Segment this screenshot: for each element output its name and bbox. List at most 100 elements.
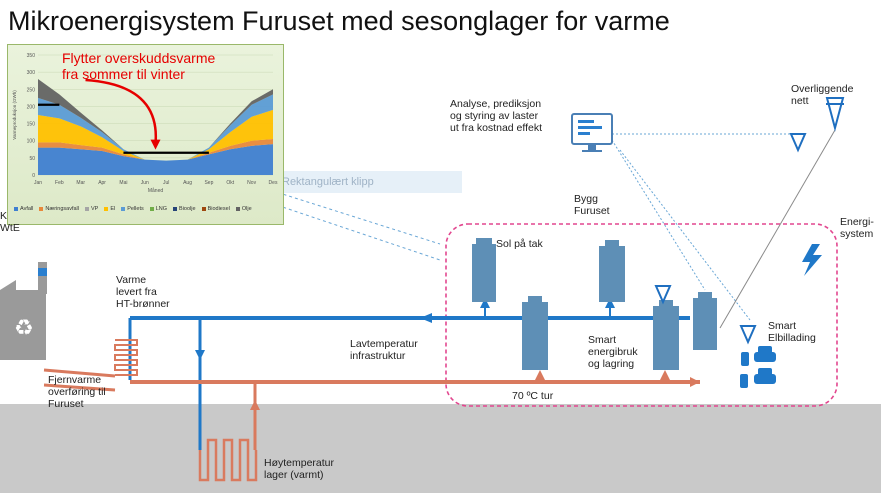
ev-charger-icon: [740, 352, 749, 388]
chart-xtick: Nov: [247, 180, 256, 186]
chart-area-pellets: [38, 94, 273, 161]
chart-area-olje: [38, 79, 273, 161]
chart-xtick: Sep: [204, 180, 213, 186]
legend-swatch: [39, 207, 44, 211]
legend-entry: VP: [84, 206, 99, 212]
chart-ytick: 350: [27, 53, 36, 59]
legend-entry: Pellets: [121, 206, 144, 212]
chart-xtick: Aug: [183, 180, 192, 186]
label-wte: K WtE: [0, 210, 20, 234]
grid-power-line: [719, 129, 836, 329]
svg-text:♻: ♻: [14, 316, 34, 341]
chart-ytick: 300: [27, 70, 36, 76]
flow-arrow: [195, 350, 205, 360]
legend-label: Pellets: [127, 206, 144, 212]
legend-entry: Avfall: [14, 206, 33, 212]
legend-label: Biodiesel: [207, 206, 230, 212]
heat-exchanger-coil: [114, 339, 138, 376]
chart-ytick: 250: [27, 87, 36, 93]
chart-xtick: Des: [269, 180, 278, 186]
chart-xtick: Okt: [226, 180, 234, 186]
chart-legend: Avfall Næringsavfall VP El Pellets LNG Bioolje…: [14, 206, 276, 212]
red-pipe: [43, 368, 116, 378]
chart-annotation: Flytter overskuddsvarme fra sommer til v…: [62, 50, 216, 82]
annotation-arrow: [85, 78, 157, 144]
legend-entry: Biodiesel: [201, 206, 230, 212]
power-pylon-icon: [825, 97, 845, 132]
flow-arrow: [535, 370, 545, 380]
connection-line: [619, 149, 751, 321]
chart-area-næringsavfall: [38, 139, 273, 161]
legend-label: El: [110, 206, 116, 212]
legend-swatch: [173, 207, 178, 211]
legend-swatch: [235, 207, 240, 211]
label-sol-pa-tak: Sol på tak: [496, 238, 543, 250]
chart-ytick: 0: [32, 173, 35, 179]
chart-area-el: [38, 109, 273, 161]
label-varme-ht-bronner: Varme levert fra HT-brønner: [116, 274, 170, 310]
monitor-icon: [571, 113, 613, 152]
antenna-icon: [654, 133, 807, 345]
legend-swatch: [201, 207, 206, 211]
legend-swatch: [14, 207, 18, 211]
lightning-icon: [802, 244, 822, 276]
annotation-arrowhead: [150, 139, 161, 150]
chart-xlabel: Måned: [148, 187, 164, 194]
legend-label: VP: [90, 206, 99, 212]
red-pipe: [43, 383, 116, 392]
flow-arrow: [480, 298, 490, 308]
label-lavtemperatur: Lavtemperatur infrastruktur: [350, 338, 418, 362]
label-hoytemperatur-lager: Høytemperatur lager (varmt): [264, 457, 335, 481]
legend-entry: Næringsavfall: [39, 206, 79, 212]
chart-ytick: 200: [27, 104, 36, 110]
legend-label: Olje: [241, 206, 252, 212]
legend-swatch: [104, 207, 109, 211]
chart-xtick: Feb: [55, 180, 64, 186]
legend-swatch: [149, 207, 154, 211]
building-center: [599, 240, 625, 302]
legend-entry: Bioolje: [173, 206, 196, 212]
chart-xtick: Mai: [119, 180, 127, 186]
label-analyse: Analyse, prediksjon og styring av laster…: [450, 98, 543, 134]
legend-label: LNG: [155, 206, 168, 212]
label-70c-tur: 70 ºC tur: [512, 390, 554, 402]
waste-to-energy-plant: ♻: [0, 262, 47, 360]
label-smart-elbillading: Smart Elbillading: [768, 320, 816, 344]
legend-entry: LNG: [149, 206, 168, 212]
page-title: Mikroenergisystem Furuset med sesonglage…: [8, 6, 670, 36]
chart-xtick: Apr: [98, 180, 106, 186]
flow-arrow: [660, 370, 670, 380]
flow-arrow: [605, 298, 615, 308]
label-bygg-furuset: Bygg Furuset: [574, 193, 610, 217]
building-sol: [472, 238, 496, 302]
chart-ytick: 100: [27, 139, 36, 145]
chart-ylabel: Varmeproduksjon (GWh): [12, 90, 17, 140]
label-smart-energibruk: Smart energibruk og lagring: [588, 334, 638, 370]
connection-line: [611, 139, 706, 291]
chart-area-avfall: [38, 144, 273, 175]
chart-ytick: 50: [29, 156, 35, 162]
building-smart: [653, 300, 679, 370]
label-energisystem: Energi- system: [840, 216, 874, 240]
energy-system-boundary: [445, 223, 838, 407]
building-right: [693, 292, 717, 350]
chart-ytick: 150: [27, 122, 36, 128]
flow-arrow: [690, 377, 700, 387]
label-overliggende-nett: Overliggende nett: [791, 83, 854, 107]
building-lower: [522, 296, 548, 370]
flow-arrow: [420, 313, 432, 323]
flow-arrow: [250, 400, 260, 410]
legend-label: Bioolje: [179, 206, 196, 212]
legend-entry: El: [104, 206, 115, 212]
legend-swatch: [121, 207, 126, 211]
chart-xtick: Jan: [34, 180, 42, 186]
legend-label: Avfall: [20, 206, 34, 212]
chart-xtick: Jun: [141, 180, 149, 186]
borehole-storage-coil: [198, 438, 258, 482]
ground-layer: [0, 404, 881, 493]
car-icon: [754, 346, 776, 384]
legend-swatch: [84, 207, 89, 211]
